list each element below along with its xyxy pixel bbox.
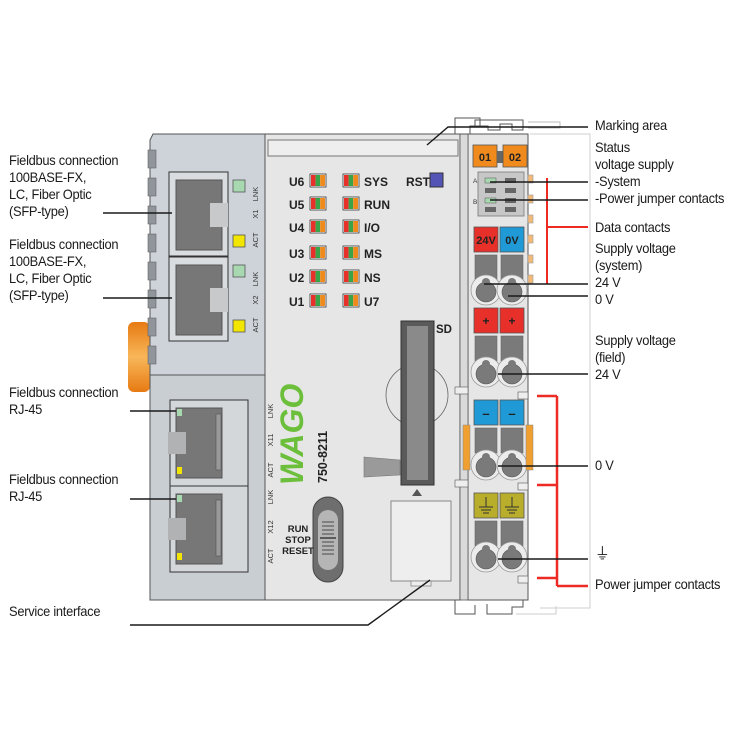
led-sys — [342, 173, 360, 188]
ground-symbol-icon: ⏚ — [595, 546, 610, 563]
module-led-02-label: 02 — [509, 152, 521, 164]
port-label-lnk: LNK — [251, 187, 260, 202]
sfp-port-x2[interactable] — [168, 256, 229, 342]
minus-label-1: – — [482, 406, 489, 421]
terminal-minus-field-1[interactable] — [473, 399, 499, 426]
terminal-plus-field-1[interactable] — [473, 307, 499, 334]
x2-link-led — [232, 264, 246, 278]
led-label-u3: U3 — [289, 247, 305, 261]
callout-status-voltage: Status voltage supply -System -Power jum… — [595, 139, 725, 206]
mode-reset-label: RESET — [282, 546, 314, 557]
terminal-0v-label: 0V — [505, 235, 519, 247]
port-label-x2: X2 — [251, 295, 260, 304]
callout-zero-v: 0 V — [595, 457, 614, 473]
led-label-ns: NS — [364, 271, 381, 285]
sd-label: SD — [436, 324, 452, 336]
led-label-u6: U6 — [289, 175, 305, 189]
callout-data-contacts: Data contacts — [595, 219, 671, 235]
led-u2 — [309, 269, 327, 284]
release-latch[interactable] — [128, 322, 150, 392]
module-led-02 — [502, 144, 528, 168]
led-run — [342, 196, 360, 211]
led-label-u5: U5 — [289, 198, 305, 212]
status-row-a-label: A — [473, 178, 478, 185]
rj45-port-x11[interactable] — [168, 399, 249, 487]
minus-label-2: – — [508, 406, 515, 421]
led-label-u1: U1 — [289, 295, 305, 309]
reset-label: RST — [406, 175, 431, 189]
led-label-ms: MS — [364, 247, 382, 261]
port-label-act: ACT — [251, 317, 260, 332]
spring-clamps — [470, 254, 528, 573]
mode-stop-label: STOP — [285, 535, 311, 546]
port-label-x12: X12 — [266, 520, 275, 533]
x1-act-led — [232, 234, 246, 248]
led-label-run: RUN — [364, 198, 390, 212]
callout-rj45-1: Fieldbus connection RJ-45 — [9, 384, 119, 417]
port-label-x11: X11 — [266, 434, 275, 447]
callout-fiber-2: Fieldbus connection 100BASE-FX, LC, Fibe… — [9, 236, 119, 303]
brand-logo-text: WAGO — [274, 384, 310, 485]
status-led-panel — [477, 171, 525, 217]
led-u1 — [309, 293, 327, 308]
led-label-u4: U4 — [289, 221, 305, 235]
port-label-lnk: LNK — [266, 490, 275, 505]
callout-service-interface: Service interface — [9, 603, 101, 619]
port-label-lnk: LNK — [251, 272, 260, 287]
led-io — [342, 219, 360, 234]
callout-fiber-1: Fieldbus connection 100BASE-FX, LC, Fibe… — [9, 152, 119, 219]
terminal-0v-system[interactable] — [499, 226, 525, 253]
terminal-ground[interactable] — [473, 492, 525, 519]
x2-act-led — [232, 319, 246, 333]
port-label-act: ACT — [266, 462, 275, 477]
callout-supply-field: Supply voltage (field) 24 V — [595, 332, 676, 382]
led-u3 — [309, 245, 327, 260]
terminal-plus-field-2[interactable] — [499, 307, 525, 334]
led-label-io: I/O — [364, 221, 380, 235]
callout-supply-system: Supply voltage (system) 24 V 0 V — [595, 240, 676, 307]
port-label-x1: X1 — [251, 209, 260, 218]
callout-lines — [103, 126, 588, 626]
led-label-u2: U2 — [289, 271, 305, 285]
x1-link-led — [232, 179, 246, 193]
sfp-port-x1[interactable] — [168, 171, 229, 257]
module-led-01-label: 01 — [479, 152, 491, 164]
led-ns — [342, 269, 360, 284]
led-u5 — [309, 196, 327, 211]
reset-button[interactable] — [429, 172, 444, 188]
mode-switch[interactable] — [312, 496, 344, 583]
data-contacts-bracket — [546, 178, 588, 284]
marking-area[interactable] — [267, 139, 459, 157]
power-jumper-bracket — [537, 394, 588, 588]
eject-tab — [363, 456, 401, 478]
terminal-24v-label: 24V — [476, 235, 496, 247]
led-u7 — [342, 293, 360, 308]
plus-label-2: + — [508, 314, 515, 328]
mode-run-label: RUN — [288, 524, 309, 535]
led-u6 — [309, 173, 327, 188]
led-group-right: SYS RUN I/O MS NS U7 RST — [342, 173, 431, 309]
terminal-minus-field-2[interactable] — [499, 399, 525, 426]
callout-rj45-2: Fieldbus connection RJ-45 — [9, 471, 119, 504]
data-contacts — [527, 174, 534, 284]
terminal-24v-system[interactable] — [473, 226, 499, 253]
status-row-b-label: B — [473, 199, 477, 206]
led-u4 — [309, 219, 327, 234]
rj45-port-x12[interactable] — [168, 485, 249, 573]
led-ms — [342, 245, 360, 260]
callout-power-jumper: Power jumper contacts — [595, 576, 721, 592]
service-interface-cover[interactable] — [390, 500, 452, 582]
model-number: 750-8211 — [316, 431, 330, 483]
port-label-lnk: LNK — [266, 404, 275, 419]
sd-card-slot[interactable] — [385, 320, 449, 496]
led-label-u7: U7 — [364, 295, 380, 309]
port-label-act: ACT — [251, 232, 260, 247]
plus-label-1: + — [482, 314, 489, 328]
callout-marking-area: Marking area — [595, 117, 667, 133]
led-label-sys: SYS — [364, 175, 388, 189]
wago-logo: WAGO — [274, 384, 310, 485]
port-label-act: ACT — [266, 548, 275, 563]
